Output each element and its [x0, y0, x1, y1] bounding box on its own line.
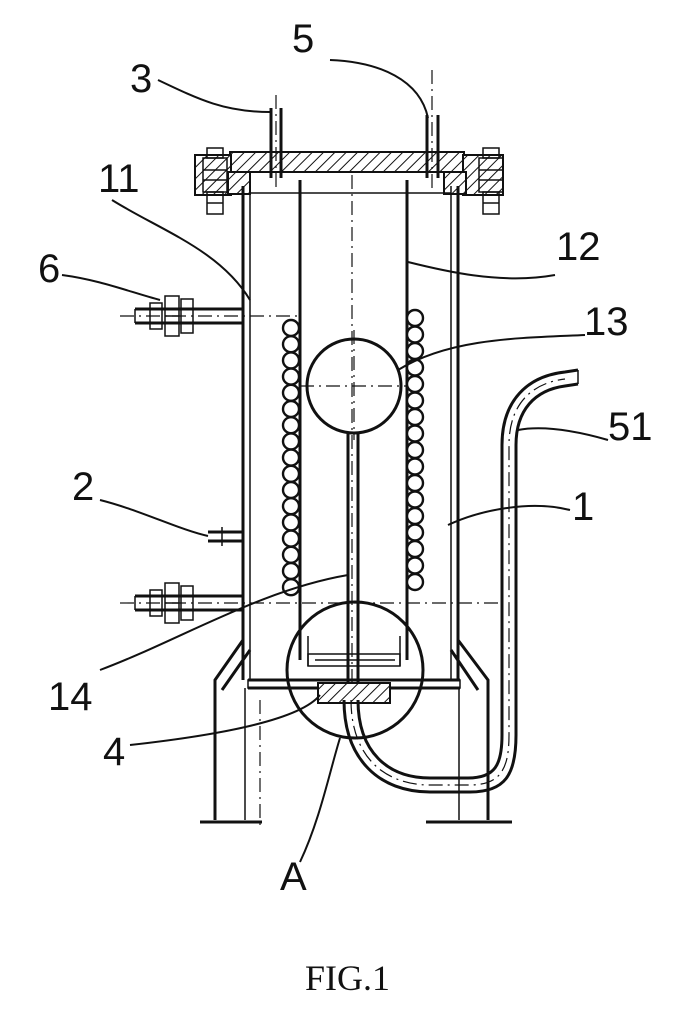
coil-turn-right — [407, 409, 423, 425]
coil-turn-right — [407, 558, 423, 574]
coil-turn-left — [283, 336, 299, 352]
drain-pipe-51 — [344, 370, 578, 792]
leader-6 — [62, 275, 160, 300]
leader-14 — [100, 575, 348, 670]
coil-turn-left — [283, 482, 299, 498]
coil-turn-left — [283, 547, 299, 563]
coil-turn-right — [407, 492, 423, 508]
reference-labels: 3 5 11 12 6 13 51 2 1 14 4 A — [38, 17, 653, 899]
coil-turn-left — [283, 563, 299, 579]
nozzle-2 — [208, 527, 243, 546]
leader-51 — [518, 428, 608, 440]
label-1: 1 — [572, 485, 594, 529]
pipe-fitting-lower — [120, 583, 500, 623]
coil-turn-left — [283, 450, 299, 466]
leader-a — [300, 738, 340, 862]
label-6: 6 — [38, 247, 60, 291]
coil-turn-right — [407, 426, 423, 442]
leader-11 — [112, 200, 250, 300]
label-2: 2 — [72, 465, 94, 509]
coil-turn-left — [283, 417, 299, 433]
coil-turn-right — [407, 343, 423, 359]
coil-turn-right — [407, 541, 423, 557]
coil-turn-right — [407, 574, 423, 590]
coil-turn-right — [407, 376, 423, 392]
coil-turn-left — [283, 352, 299, 368]
label-4: 4 — [103, 730, 125, 774]
coil-turn-left — [283, 433, 299, 449]
label-3: 3 — [130, 57, 152, 101]
coil-turn-left — [283, 401, 299, 417]
leader-lines — [62, 60, 608, 862]
coil-turn-right — [407, 327, 423, 343]
label-12: 12 — [556, 225, 601, 269]
coil-turn-right — [407, 393, 423, 409]
coil-turn-right — [407, 525, 423, 541]
coil-turn-right — [407, 459, 423, 475]
coil-turn-right — [407, 475, 423, 491]
leader-13 — [398, 335, 585, 370]
coil-turn-left — [283, 320, 299, 336]
label-13: 13 — [584, 300, 629, 344]
label-14: 14 — [48, 675, 93, 719]
pipe-3 — [271, 95, 281, 190]
coil-turn-left — [283, 385, 299, 401]
coil-turn-left — [283, 369, 299, 385]
detail-circle-a — [287, 602, 423, 738]
coil-turn-left — [283, 466, 299, 482]
leader-4 — [130, 695, 320, 745]
float-rod-14 — [348, 433, 358, 690]
coil-turn-right — [407, 442, 423, 458]
coil-turn-left — [283, 514, 299, 530]
leader-3 — [158, 80, 270, 112]
heating-coil-left — [283, 320, 299, 595]
coil-turn-left — [283, 498, 299, 514]
label-a: A — [280, 855, 307, 899]
label-5: 5 — [292, 17, 314, 61]
coil-turn-right — [407, 508, 423, 524]
coil-turn-left — [283, 531, 299, 547]
label-51: 51 — [608, 405, 653, 449]
leader-2 — [100, 500, 208, 536]
leader-12 — [408, 262, 555, 278]
float-ball-13 — [300, 330, 408, 440]
heating-coil-right — [407, 310, 423, 590]
label-11: 11 — [98, 157, 140, 201]
valve-seat-4 — [308, 636, 400, 703]
figure-caption: FIG.1 — [305, 958, 390, 998]
coil-turn-right — [407, 310, 423, 326]
pipe-6-fitting-upper — [120, 296, 300, 336]
leader-5 — [330, 60, 428, 118]
